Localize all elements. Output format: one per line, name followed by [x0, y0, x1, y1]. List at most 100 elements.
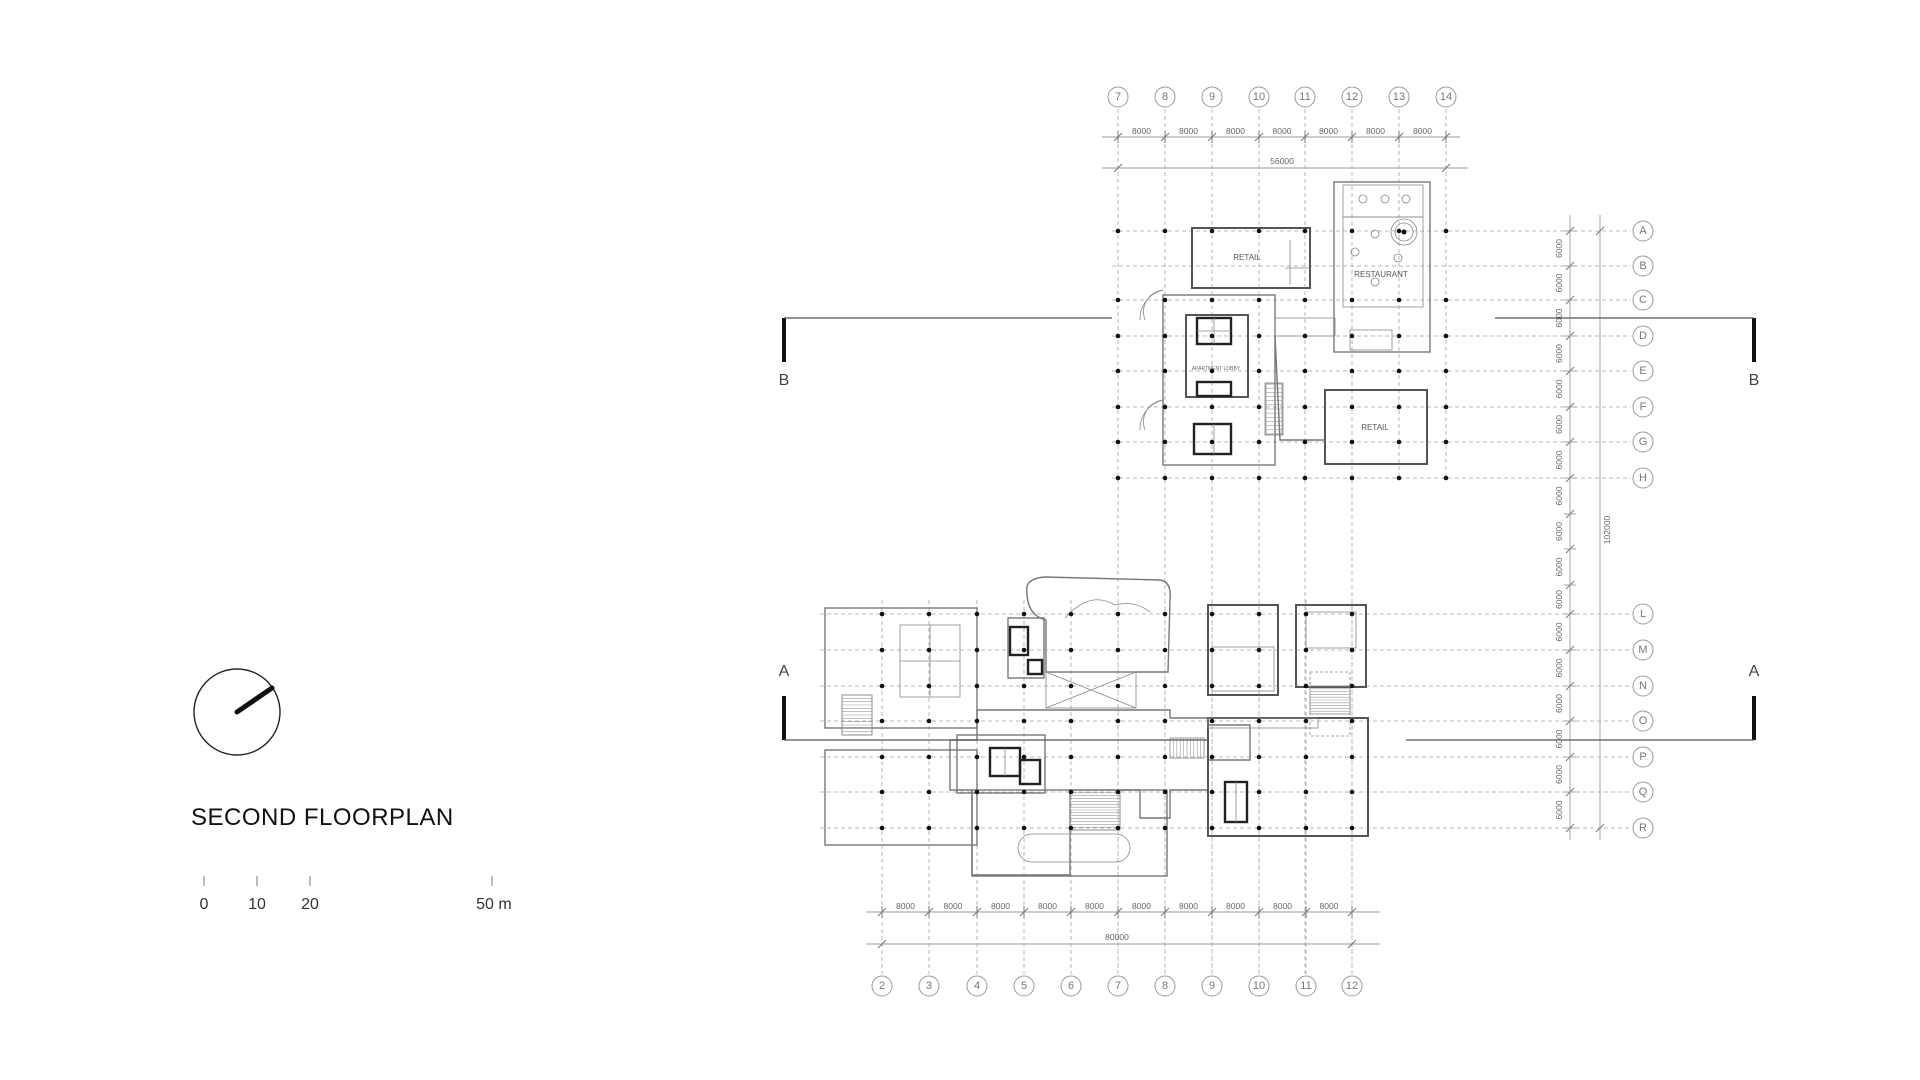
grid-bubble-bottom [918, 975, 940, 997]
grid-bubble-label-top: 12 [1346, 91, 1358, 103]
column [1303, 683, 1309, 689]
column [1256, 611, 1262, 617]
column [1209, 683, 1215, 689]
top-dim-label: 8000 [1132, 126, 1151, 136]
column [1021, 825, 1027, 831]
column [1209, 439, 1215, 445]
column [926, 754, 932, 760]
column [1349, 825, 1355, 831]
column [1209, 647, 1215, 653]
scale-tick-0: 0 [200, 896, 209, 913]
grid-bubble-label-row: R [1639, 822, 1647, 834]
column [1209, 333, 1215, 339]
grid-bubble-label-top: 7 [1115, 91, 1121, 103]
column [1115, 404, 1121, 410]
column [1256, 825, 1262, 831]
column [1115, 228, 1121, 234]
room-label-retail-south: RETAIL [1361, 423, 1389, 432]
grid-bubble-label-row: D [1639, 330, 1647, 342]
row-dim-label: 6000 [1554, 729, 1564, 748]
row-dim-label: 6000 [1554, 800, 1564, 819]
column [879, 825, 885, 831]
grid-bubble-label-top: 10 [1253, 91, 1265, 103]
top-dim-label: 8000 [1319, 126, 1338, 136]
grid-bubble-label-row: C [1639, 294, 1647, 306]
column [1349, 789, 1355, 795]
grid-bubble-row [1632, 325, 1654, 347]
column [926, 825, 932, 831]
apartment-lobby-outline [1185, 314, 1249, 398]
bottom-dim-label: 8000 [944, 901, 963, 911]
column [879, 754, 885, 760]
scale-tick-50: 50 [476, 896, 494, 913]
column [1209, 825, 1215, 831]
column [1209, 368, 1215, 374]
top-dim-label: 8000 [1366, 126, 1385, 136]
grid-bubble-row [1632, 431, 1654, 453]
row-overall-tick [1595, 226, 1605, 236]
grid-bubble-bottom [1341, 975, 1363, 997]
grid-bubble-bottom [1013, 975, 1035, 997]
column [1115, 439, 1121, 445]
column [1162, 789, 1168, 795]
bottom-dim-label: 8000 [1085, 901, 1104, 911]
bottom-dim-label: 8000 [1179, 901, 1198, 911]
column [1256, 333, 1262, 339]
column [1162, 297, 1168, 303]
grid-bubble-bottom [966, 975, 988, 997]
grid-bubble-label-top: 8 [1162, 91, 1168, 103]
column [1396, 475, 1402, 481]
row-dim-label: 6000 [1554, 557, 1564, 576]
column [1162, 404, 1168, 410]
column [1256, 368, 1262, 374]
bottom-dim-label: 8000 [1273, 901, 1292, 911]
grid-bubble-label-top: 13 [1393, 91, 1405, 103]
column [879, 718, 885, 724]
scale-tick-10: 10 [248, 896, 266, 913]
column [1115, 825, 1121, 831]
column [1256, 754, 1262, 760]
grid-bubble-row [1632, 396, 1654, 418]
column [1162, 754, 1168, 760]
grid-bubble-top [1107, 86, 1129, 108]
column [1068, 789, 1074, 795]
grid-bubble-top [1388, 86, 1410, 108]
bottom-dim-label: 8000 [1226, 901, 1245, 911]
column [1302, 228, 1308, 234]
column [974, 647, 980, 653]
common-area-north-outline [1026, 576, 1171, 673]
bottom-overall-dim-label: 80000 [1105, 932, 1129, 942]
column [1162, 647, 1168, 653]
column [1162, 475, 1168, 481]
row-dim-label: 6000 [1554, 379, 1564, 398]
column [1068, 754, 1074, 760]
section-marker-a: A A [779, 663, 1760, 741]
grid-bubble-label-bottom: 4 [974, 980, 980, 992]
column [1162, 439, 1168, 445]
grid-bubble-top [1435, 86, 1457, 108]
column [1068, 718, 1074, 724]
scale-bar: 0 10 20 50 m [200, 876, 512, 913]
column [1068, 647, 1074, 653]
column [1303, 611, 1309, 617]
grid-bubble-bottom [871, 975, 893, 997]
grid-bubble-top [1154, 86, 1176, 108]
row-dim-label: 6000 [1554, 486, 1564, 505]
column [1303, 718, 1309, 724]
column [1349, 404, 1355, 410]
column [1162, 683, 1168, 689]
grid-bubble-bottom [1154, 975, 1176, 997]
column [974, 825, 980, 831]
column [974, 754, 980, 760]
east-block-a-outline [1207, 604, 1279, 696]
column [1115, 789, 1121, 795]
grid-bubble-bottom [1248, 975, 1270, 997]
row-dim-label: 6000 [1554, 239, 1564, 258]
column [926, 647, 932, 653]
grid-bubble-row [1632, 255, 1654, 277]
column [1209, 475, 1215, 481]
drawing-title: SECOND FLOORPLAN [191, 804, 454, 831]
grid-bubble-top [1201, 86, 1223, 108]
